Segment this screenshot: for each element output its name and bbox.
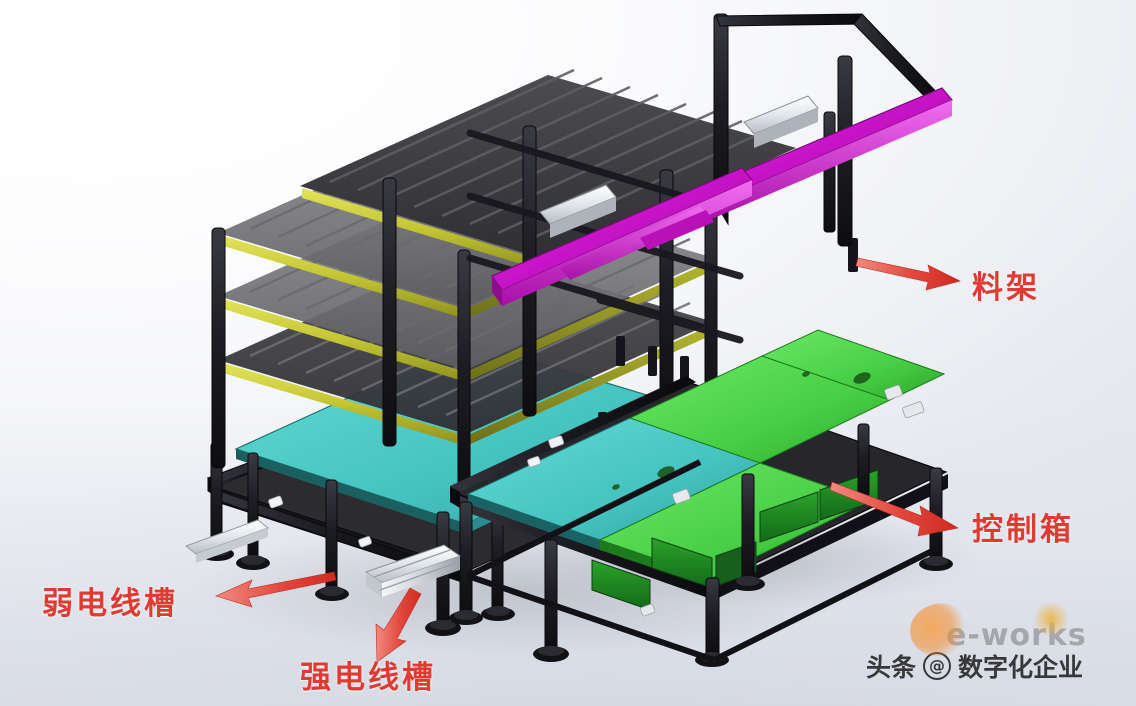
rack-columns <box>211 125 718 501</box>
bench-lower-rails <box>466 459 940 663</box>
arrow-qiangdian <box>375 587 422 663</box>
annotation-label-control-box: 控制箱 <box>972 512 1074 548</box>
frame-detail-blocks <box>268 435 565 548</box>
arrow-kongzhixiang <box>829 481 959 537</box>
magenta-rack-rails <box>491 87 953 306</box>
annotation-label-high-voltage-trough: 强电线槽 <box>300 660 436 696</box>
platform-watermark: 头条 @ 数字化企业 <box>866 648 1083 684</box>
arrow-liaojia <box>855 257 961 291</box>
arrow-ruodian <box>215 571 337 608</box>
annotation-label-material-rack: 料架 <box>972 270 1040 306</box>
high-voltage-cable-duct <box>364 544 462 597</box>
right-conveyor-bench <box>449 329 953 667</box>
at-sign-icon: @ <box>923 652 952 680</box>
low-voltage-cable-channel <box>184 519 270 563</box>
rail-carriers <box>539 95 819 238</box>
watermark-account: 数字化企业 <box>958 653 1084 682</box>
annotation-label-low-voltage-trough: 弱电线槽 <box>42 586 178 622</box>
watermark-platform: 头条 <box>866 653 917 682</box>
